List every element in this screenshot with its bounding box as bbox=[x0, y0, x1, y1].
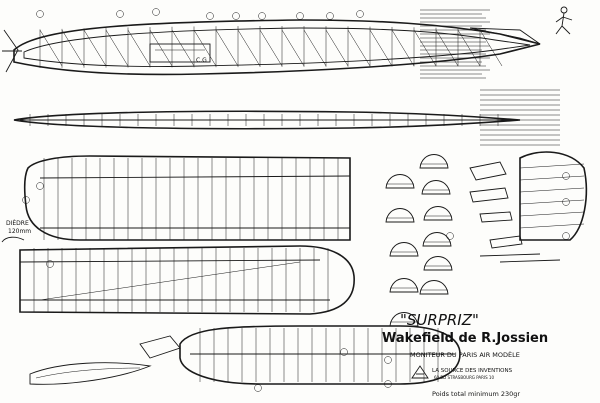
rib-profile bbox=[419, 280, 449, 295]
part-number-circle bbox=[254, 384, 262, 392]
part-number-circle bbox=[562, 232, 570, 240]
publisher-logo-icon bbox=[411, 365, 429, 379]
part-number-circle bbox=[296, 12, 304, 20]
rib-profile bbox=[419, 154, 449, 169]
part-number-circle bbox=[152, 8, 160, 16]
part-number-circle bbox=[116, 10, 124, 18]
propeller-blade-detail bbox=[29, 335, 181, 385]
fin-rib bbox=[519, 175, 585, 181]
publisher-name: LA SOURCE DES INVENTIONS bbox=[432, 368, 513, 374]
publisher-address: 60 BD STRASBOURG PARIS 10 bbox=[434, 375, 494, 380]
part-number-circle bbox=[446, 232, 454, 240]
part-number-circle bbox=[258, 12, 266, 20]
part-number-circle bbox=[562, 198, 570, 206]
stabilizer-planform bbox=[179, 325, 461, 385]
part-number-circle bbox=[340, 348, 348, 356]
part-number-circle bbox=[36, 10, 44, 18]
stick-figure-icon bbox=[555, 6, 573, 35]
part-number-circle bbox=[326, 12, 334, 20]
rib-profile bbox=[389, 278, 419, 293]
fuselage-diagonal bbox=[259, 29, 283, 67]
fuselage-diagonal bbox=[171, 29, 195, 67]
diedre-label: DIÈDRE bbox=[6, 219, 29, 227]
diedre-value: 120mm bbox=[8, 228, 31, 235]
part-number-circle bbox=[232, 12, 240, 20]
rib-profile bbox=[422, 232, 452, 247]
rib-profile bbox=[423, 206, 453, 221]
fuselage-diagonal bbox=[193, 29, 217, 67]
part-number-circle bbox=[46, 260, 54, 268]
tail-fin-side bbox=[519, 151, 588, 241]
part-number-circle bbox=[384, 356, 392, 364]
part-number-circle bbox=[562, 172, 570, 180]
fuselage-diagonal bbox=[83, 29, 107, 67]
fuselage-diagonal bbox=[215, 29, 239, 67]
part-number-circle bbox=[206, 12, 214, 20]
rib-profile bbox=[389, 312, 419, 327]
plan-subtitle: Wakefield de R.Jossien bbox=[382, 331, 548, 346]
cg-label: C.G bbox=[196, 57, 207, 64]
part-number-circle bbox=[356, 10, 364, 18]
rib-profile bbox=[385, 208, 415, 223]
fuselage-side-view bbox=[2, 6, 573, 76]
fuselage-diagonal bbox=[105, 29, 129, 67]
plan-title: "SURPRIZ" bbox=[400, 311, 479, 329]
fuselage-diagonal bbox=[281, 29, 305, 67]
part-number-circle bbox=[22, 196, 30, 204]
part-numbers bbox=[22, 8, 570, 392]
rib-profile bbox=[385, 174, 415, 189]
rib-profile bbox=[389, 242, 419, 257]
fin-rib bbox=[519, 223, 585, 229]
rib-profiles-column bbox=[385, 154, 453, 327]
rib-profile bbox=[421, 180, 451, 195]
fin-rib bbox=[519, 199, 585, 205]
fin-rib bbox=[519, 211, 585, 217]
fuselage-diagonal bbox=[237, 29, 261, 67]
fuselage-diagonal bbox=[149, 29, 173, 67]
part-number-circle bbox=[36, 182, 44, 190]
notes-block bbox=[420, 9, 560, 146]
fuselage-diagonal bbox=[61, 29, 85, 67]
fuselage-diagonal bbox=[391, 29, 415, 67]
fuselage-diagonal bbox=[457, 29, 481, 67]
fin-rib bbox=[519, 163, 585, 169]
small-parts bbox=[469, 161, 561, 263]
part-number-circle bbox=[384, 380, 392, 388]
fuselage-top-view bbox=[13, 110, 521, 130]
plan-caption: MONITEUR DU PARIS AIR MODÈLE bbox=[410, 350, 520, 359]
wing-planform-upper bbox=[23, 155, 351, 241]
title-block: "SURPRIZ" Wakefield de R.Jossien MONITEU… bbox=[382, 311, 548, 398]
fin-rib bbox=[519, 187, 585, 193]
rib-profile bbox=[423, 256, 453, 271]
fuselage-diagonal bbox=[369, 29, 393, 67]
fuselage-diagonal bbox=[435, 29, 459, 67]
diedre-annotation: DIÈDRE 120mm bbox=[1, 219, 31, 243]
fuselage-diagonal bbox=[325, 29, 349, 67]
wing-planform-lower bbox=[19, 245, 355, 315]
fuselage-diagonal bbox=[347, 29, 371, 67]
fuselage-diagonal bbox=[479, 29, 503, 67]
weight-note: Poids total minimum 230gr bbox=[432, 390, 520, 398]
fuselage-diagonal bbox=[39, 29, 63, 67]
fuselage-diagonal bbox=[303, 29, 327, 67]
fuselage-diagonal bbox=[413, 29, 437, 67]
fuselage-diagonal bbox=[127, 29, 151, 67]
